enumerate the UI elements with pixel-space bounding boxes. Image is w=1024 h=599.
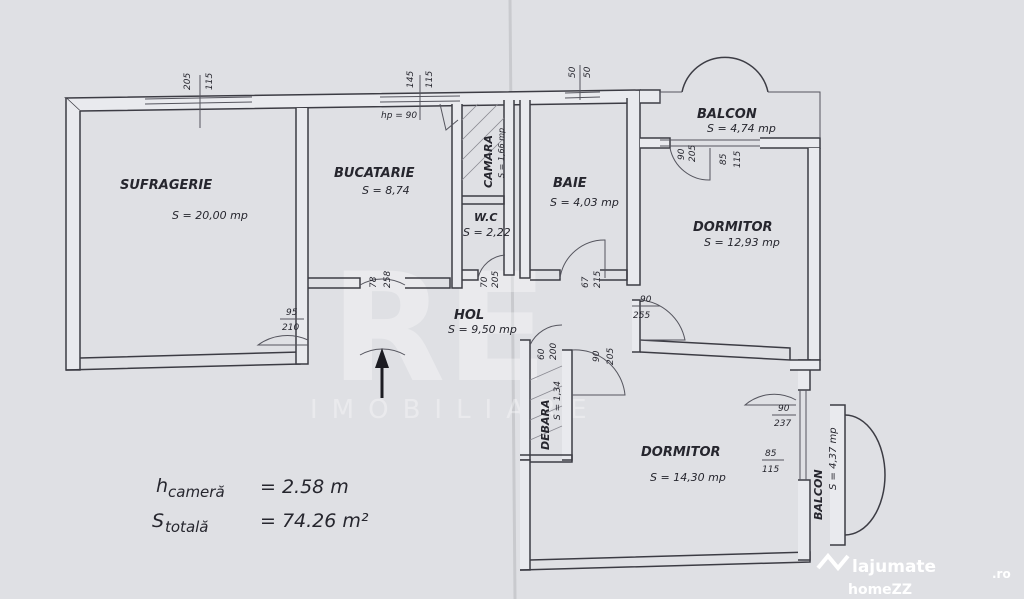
site-logo: lajumate homeZZ .ro — [816, 552, 1011, 598]
dim-door-bucatarie-bottom: 258 — [383, 271, 393, 288]
dim-win-sufragerie-top: 205 — [183, 73, 193, 90]
area-balcon-right: S = 4,37 mp — [828, 427, 839, 490]
total-area-value: = 74.26 m² — [260, 510, 369, 532]
logo-text-b: homeZZ — [848, 582, 912, 598]
dim-win-bucatarie-top: 145 — [406, 71, 416, 88]
door-swings — [256, 103, 797, 406]
dim-win-dormitor-2-bottom: 115 — [762, 465, 779, 475]
dim-door-balcon-b-top: 85 — [719, 153, 729, 165]
dim-door-debara-bottom: 200 — [549, 343, 559, 360]
ceiling-height-sub: cameră — [168, 483, 225, 501]
entrance-arrow — [375, 348, 389, 398]
logo-icon — [816, 552, 850, 572]
plan-notes: h cameră = 2.58 m S totală = 74.26 m² — [152, 475, 369, 536]
windows — [144, 65, 807, 480]
logo-suffix: .ro — [992, 567, 1011, 581]
room-balcon-right: BALCON — [812, 469, 825, 520]
dim-door-balcon-2-bottom: 237 — [774, 419, 791, 429]
area-dormitor-1: S = 12,93 mp — [704, 236, 780, 249]
room-balcon-top: BALCON — [697, 107, 757, 122]
dim-door-dormitor-2-bottom: 205 — [606, 348, 616, 365]
dim-door-wc-bottom: 205 — [491, 271, 501, 288]
area-debara: S = 1,34 — [553, 381, 563, 420]
ceiling-height-label: h — [156, 475, 168, 497]
dim-door-bucatarie-top: 78 — [369, 276, 379, 288]
dim-door-balcon-a-bottom: 205 — [688, 145, 698, 162]
area-hol: S = 9,50 mp — [448, 323, 517, 336]
dim-door-sufragerie-bottom: 210 — [282, 323, 299, 333]
ceiling-height-value: = 2.58 m — [260, 476, 349, 498]
area-balcon-top: S = 4,74 mp — [707, 122, 776, 135]
dim-door-sufragerie-top: 95 — [286, 308, 298, 318]
room-dormitor-2: DORMITOR — [641, 445, 721, 460]
area-sufragerie: S = 20,00 mp — [172, 209, 248, 222]
dim-door-wc-top: 70 — [480, 276, 490, 288]
dim-door-balcon-b-bottom: 115 — [733, 151, 743, 168]
room-bucatarie: BUCATARIE — [334, 166, 415, 181]
camara-hatch — [461, 103, 505, 181]
dim-parapet: hp = 90 — [381, 111, 417, 121]
dim-win-sufragerie-bottom: 115 — [205, 73, 215, 90]
balcony-top-arc — [681, 56, 769, 93]
dim-win-bucatarie-bottom: 115 — [425, 71, 435, 88]
area-baie: S = 4,03 mp — [550, 196, 619, 209]
dim-win-dormitor-2-top: 85 — [765, 449, 777, 459]
dim-door-dormitor-2-top: 90 — [592, 350, 602, 362]
area-dormitor-2: S = 14,30 mp — [650, 471, 726, 484]
dimension-labels: 205 115 145 115 hp = 90 50 50 90 205 85 … — [183, 66, 796, 475]
area-wc: S = 2,22 — [463, 226, 511, 239]
area-bucatarie: S = 8,74 — [362, 184, 410, 197]
room-wc: W.C — [474, 211, 497, 224]
room-debara: DEBARA — [539, 399, 552, 450]
room-hol: HOL — [454, 308, 484, 323]
dim-door-baie-top: 67 — [581, 276, 591, 288]
dim-door-balcon-a-top: 90 — [677, 148, 687, 160]
balcony-right-arc — [844, 414, 886, 536]
walls — [64, 89, 846, 571]
dim-door-dormitor-1-top: 90 — [640, 295, 652, 305]
dim-win-baie-bottom: 50 — [583, 66, 593, 78]
total-area-sub: totală — [165, 518, 209, 536]
debara-hatch — [529, 365, 563, 441]
logo-text: lajumate — [852, 557, 936, 577]
dim-door-baie-bottom: 215 — [593, 271, 603, 288]
total-area-label: S — [152, 510, 164, 532]
room-dormitor-1: DORMITOR — [693, 220, 773, 235]
room-baie: BAIE — [553, 176, 587, 191]
room-camara: CAMARA — [482, 135, 495, 188]
area-camara: S = 1,66 mp — [497, 128, 506, 178]
dim-door-balcon-2-top: 90 — [778, 404, 790, 414]
dim-win-baie-top: 50 — [568, 66, 578, 78]
room-sufragerie: SUFRAGERIE — [120, 178, 212, 193]
dim-door-debara-top: 60 — [537, 348, 547, 360]
dim-door-dormitor-1-bottom: 255 — [633, 311, 650, 321]
watermark-word: IMOBILIARE — [310, 395, 601, 425]
